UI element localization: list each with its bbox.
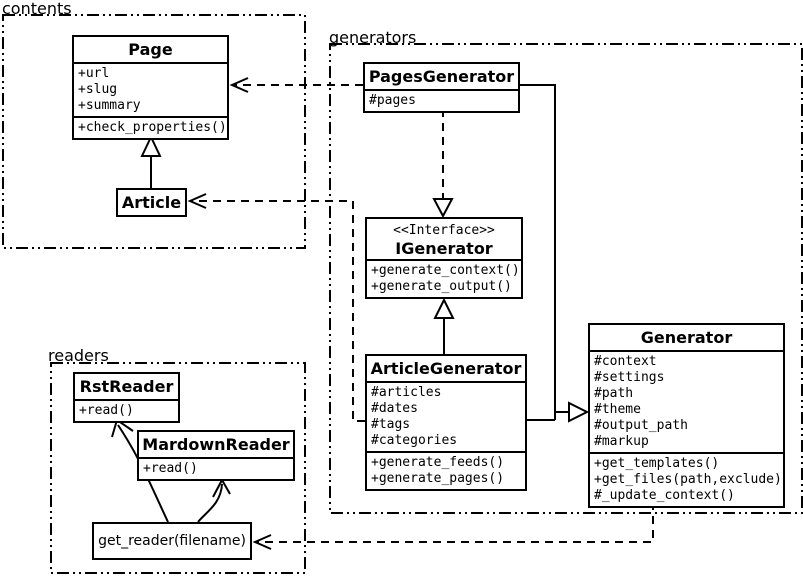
class-box-articlegenerator: ArticleGenerator #articles #dates #tags … [365, 354, 527, 491]
class-box-page: Page +url +slug +summary +check_properti… [72, 35, 229, 140]
attributes-pagesgenerator: #pages [365, 89, 518, 111]
attribute: +summary [78, 98, 141, 113]
attribute: #markup [594, 434, 649, 449]
attribute: #theme [594, 402, 641, 417]
package-border-generators [329, 43, 803, 514]
package-label-contents: contents [2, 0, 72, 18]
arrowhead-at-getreader [252, 534, 272, 550]
package-label-generators: generators [329, 28, 417, 47]
method: +generate_output() [371, 279, 512, 294]
triangle-realization-igenerator [432, 198, 454, 219]
attribute: #output_path [594, 418, 688, 433]
class-box-rstreader: RstReader +read() [73, 372, 180, 423]
methods-page: +check_properties() [74, 116, 227, 138]
method: +get_templates() [594, 456, 720, 471]
package-border-readers [50, 362, 306, 574]
method: #_update_context() [594, 488, 735, 503]
attributes-page: +url +slug +summary [74, 62, 227, 116]
class-box-igenerator: <<Interface>> IGenerator +generate_conte… [365, 217, 523, 299]
edge-articlegenerator-to-article [192, 200, 365, 422]
attribute: #articles [371, 385, 442, 400]
attributes-articlegenerator: #articles #dates #tags #categories [367, 381, 525, 451]
class-name-page: Page [128, 40, 173, 59]
methods-articlegenerator: +generate_feeds() +generate_pages() [367, 451, 525, 489]
triangle-generalization-igenerator [433, 297, 455, 319]
edge-generator-to-getreader [257, 502, 654, 543]
attribute: #path [594, 386, 634, 401]
method: +generate_pages() [371, 471, 505, 486]
class-name-mardownreader: MardownReader [142, 435, 290, 454]
attribute: +slug [78, 82, 118, 97]
method: +generate_context() [371, 263, 520, 278]
methods-generator: +get_templates() +get_files(path,exclude… [590, 452, 783, 506]
method: +read() [79, 403, 134, 418]
class-name-articlegenerator: ArticleGenerator [370, 359, 522, 378]
method: +read() [143, 461, 198, 476]
methods-igenerator: +generate_context() +generate_output() [367, 259, 521, 297]
attribute: #context [594, 354, 657, 369]
class-name-generator: Generator [640, 328, 733, 347]
stereotype-interface: <<Interface>> [393, 223, 495, 238]
method: +check_properties() [78, 120, 227, 135]
attribute: #dates [371, 401, 418, 416]
triangle-generalization-generator [568, 401, 590, 423]
class-box-mardownreader: MardownReader +read() [137, 430, 295, 481]
attribute: #settings [594, 370, 665, 385]
methods-mardownreader: +read() [139, 457, 293, 479]
class-box-article: Article [116, 188, 187, 217]
attribute: #categories [371, 433, 458, 448]
class-box-pagesgenerator: PagesGenerator #pages [363, 62, 520, 113]
arrowhead-at-article [187, 193, 207, 209]
method: +generate_feeds() [371, 455, 505, 470]
arrowhead-at-page [229, 77, 249, 93]
edge-getreader-to-mardownreader [197, 483, 223, 523]
attribute: #tags [371, 417, 411, 432]
methods-rstreader: +read() [75, 399, 178, 421]
class-name-article: Article [121, 193, 182, 212]
package-label-readers: readers [48, 346, 109, 365]
method: +get_files(path,exclude) [594, 472, 782, 487]
package-border-contents [2, 14, 306, 249]
attribute: #pages [369, 93, 416, 108]
function-box-get-reader: get_reader(filename) [92, 522, 252, 560]
class-box-generator: Generator #context #settings #path #them… [588, 323, 785, 508]
attribute: +url [78, 66, 110, 81]
edge-pagesgenerator-to-generator [520, 84, 556, 420]
attributes-generator: #context #settings #path #theme #output_… [590, 350, 783, 452]
triangle-generalization-page [140, 134, 162, 157]
class-name-pagesgenerator: PagesGenerator [368, 67, 515, 86]
function-label: get_reader(filename) [98, 533, 246, 549]
class-name-rstreader: RstReader [79, 377, 174, 396]
class-name-igenerator: IGenerator [395, 239, 493, 258]
